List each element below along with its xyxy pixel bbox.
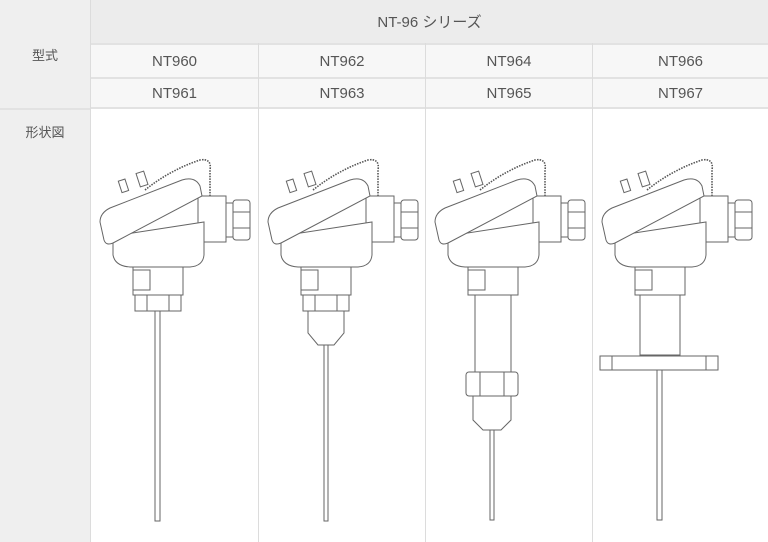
model-cell: NT964 [426, 43, 592, 77]
drawing-plain-stem [99, 158, 251, 522]
drawing-thread-fitting [267, 158, 419, 522]
row-divider [90, 107, 768, 109]
model-cell: NT966 [593, 43, 768, 77]
column-divider [425, 43, 426, 542]
drawing-extension-union [434, 158, 586, 521]
model-cell: NT961 [91, 77, 258, 108]
model-cell: NT965 [426, 77, 592, 108]
column-divider [90, 0, 91, 542]
series-title: NT-96 シリーズ [91, 0, 768, 43]
model-cell: NT963 [259, 77, 425, 108]
column-divider [592, 43, 593, 542]
model-cell: NT967 [593, 77, 768, 108]
column-divider [258, 43, 259, 542]
row-header-model: 型式 [0, 0, 90, 108]
model-cell: NT962 [259, 43, 425, 77]
row-header-shape: 形状図 [0, 108, 90, 542]
drawing-flange [599, 158, 753, 521]
model-cell: NT960 [91, 43, 258, 77]
